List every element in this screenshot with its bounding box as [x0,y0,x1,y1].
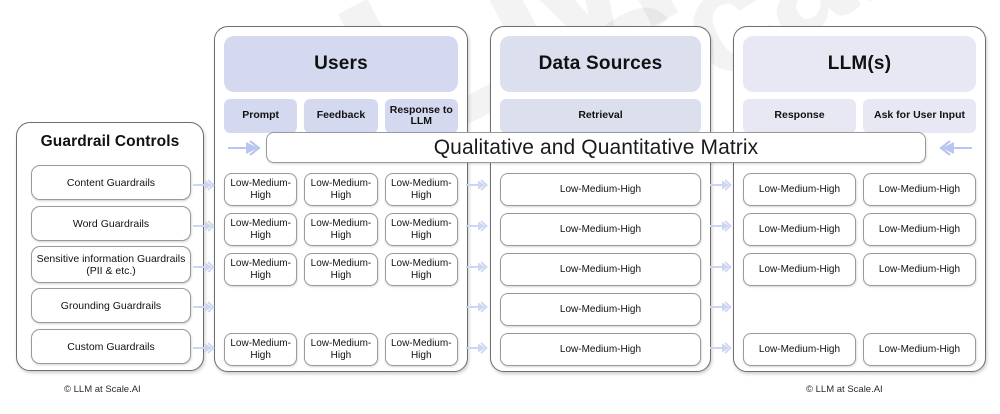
guardrail-item-content[interactable]: Content Guardrails [31,165,191,200]
users-cell-5-1[interactable]: Low-Medium-High [224,333,298,366]
users-cell-2-1[interactable]: Low-Medium-High [224,213,298,246]
guardrail-item-custom[interactable]: Custom Guardrails [31,329,191,364]
data-sources-cell-1-1[interactable]: Low-Medium-High [500,173,701,206]
llm-matrix-row-1: Low-Medium-High Low-Medium-High [743,173,976,206]
matrix-outflow-arrow-icon [936,138,972,158]
connector-arrow-icon-users-4 [466,300,490,314]
llm-panel[interactable]: LLM(s) Response Ask for User Input Low-M… [733,26,986,372]
data-sources-matrix-row-1: Low-Medium-High [500,173,701,206]
llm-cell-5-2[interactable]: Low-Medium-High [863,333,976,366]
users-matrix-row-4-empty [224,293,458,326]
footer-copyright-right: © LLM at Scale.AI [806,384,883,395]
connector-arrow-icon-users-3 [466,260,490,274]
llm-cell-5-1[interactable]: Low-Medium-High [743,333,856,366]
connector-arrow-icon-guardrails-2 [193,219,217,233]
llm-matrix-grid: Low-Medium-High Low-Medium-High Low-Medi… [743,173,976,373]
qualitative-quantitative-matrix-banner[interactable]: Qualitative and Quantitative Matrix [266,132,926,163]
users-matrix-row-5: Low-Medium-High Low-Medium-High Low-Medi… [224,333,458,366]
llm-chip-row: Response Ask for User Input [743,99,976,133]
data-sources-matrix-grid: Low-Medium-High Low-Medium-High Low-Medi… [500,173,701,373]
users-cell-3-3[interactable]: Low-Medium-High [384,253,458,286]
data-sources-panel-title: Data Sources [500,36,701,92]
users-chip-prompt[interactable]: Prompt [224,99,298,133]
data-sources-chip-retrieval[interactable]: Retrieval [500,99,701,133]
guardrail-controls-title: Guardrail Controls [40,133,180,150]
llm-matrix-row-3: Low-Medium-High Low-Medium-High [743,253,976,286]
users-cell-1-3[interactable]: Low-Medium-High [384,173,458,206]
users-cell-4-1-empty [224,293,297,326]
guardrail-item-grounding[interactable]: Grounding Guardrails [31,288,191,323]
data-sources-matrix-row-2: Low-Medium-High [500,213,701,246]
connector-arrow-icon-users-1 [466,178,490,192]
guardrail-item-sensitive-information[interactable]: Sensitive information Guardrails (PII & … [31,246,191,283]
matrix-inflow-arrow-icon [228,138,264,158]
connector-arrow-icon-data-4 [710,300,734,314]
llm-matrix-row-5: Low-Medium-High Low-Medium-High [743,333,976,366]
data-sources-panel[interactable]: Data Sources Retrieval Low-Medium-High L… [490,26,711,372]
llm-chip-ask-for-user-input[interactable]: Ask for User Input [863,99,976,133]
users-matrix-row-1: Low-Medium-High Low-Medium-High Low-Medi… [224,173,458,206]
connector-arrow-icon-guardrails-1 [193,178,217,192]
users-cell-3-1[interactable]: Low-Medium-High [224,253,298,286]
data-sources-cell-4-1[interactable]: Low-Medium-High [500,293,701,326]
llm-cell-2-2[interactable]: Low-Medium-High [863,213,976,246]
llm-chip-response[interactable]: Response [743,99,856,133]
connector-arrow-icon-users-5 [466,341,490,355]
users-cell-1-2[interactable]: Low-Medium-High [304,173,378,206]
connector-arrow-icon-guardrails-3 [193,260,217,274]
users-panel-title: Users [224,36,458,92]
connector-arrow-icon-data-1 [710,178,734,192]
llm-cell-4-2-empty [863,293,976,326]
users-cell-1-1[interactable]: Low-Medium-High [224,173,298,206]
data-sources-matrix-row-4: Low-Medium-High [500,293,701,326]
guardrail-item-word[interactable]: Word Guardrails [31,206,191,241]
users-matrix-row-3: Low-Medium-High Low-Medium-High Low-Medi… [224,253,458,286]
llm-cell-1-1[interactable]: Low-Medium-High [743,173,856,206]
llm-matrix-row-4-empty [743,293,976,326]
llm-cell-3-2[interactable]: Low-Medium-High [863,253,976,286]
footer-copyright-left: © LLM at Scale.AI [64,384,141,395]
llm-cell-1-2[interactable]: Low-Medium-High [863,173,976,206]
users-panel[interactable]: Users Prompt Feedback Response to LLM Lo… [214,26,468,372]
connector-arrow-icon-data-3 [710,260,734,274]
guardrail-controls-panel[interactable]: Guardrail Controls Content Guardrails Wo… [16,122,204,371]
llm-cell-2-1[interactable]: Low-Medium-High [743,213,856,246]
users-chip-feedback[interactable]: Feedback [304,99,378,133]
users-chip-row: Prompt Feedback Response to LLM [224,99,458,133]
users-cell-2-3[interactable]: Low-Medium-High [384,213,458,246]
users-cell-4-2-empty [304,293,377,326]
connector-arrow-icon-data-5 [710,341,734,355]
users-matrix-row-2: Low-Medium-High Low-Medium-High Low-Medi… [224,213,458,246]
users-cell-4-3-empty [385,293,458,326]
users-cell-5-2[interactable]: Low-Medium-High [304,333,378,366]
llm-panel-title: LLM(s) [743,36,976,92]
llm-cell-4-1-empty [743,293,856,326]
data-sources-cell-2-1[interactable]: Low-Medium-High [500,213,701,246]
users-cell-5-3[interactable]: Low-Medium-High [384,333,458,366]
data-sources-matrix-row-5: Low-Medium-High [500,333,701,366]
llm-cell-3-1[interactable]: Low-Medium-High [743,253,856,286]
connector-arrow-icon-users-2 [466,219,490,233]
connector-arrow-icon-guardrails-4 [193,300,217,314]
data-sources-chip-row: Retrieval [500,99,701,133]
connector-arrow-icon-data-2 [710,219,734,233]
connector-arrow-icon-guardrails-5 [193,341,217,355]
users-cell-3-2[interactable]: Low-Medium-High [304,253,378,286]
llm-matrix-row-2: Low-Medium-High Low-Medium-High [743,213,976,246]
users-matrix-grid: Low-Medium-High Low-Medium-High Low-Medi… [224,173,458,373]
data-sources-cell-3-1[interactable]: Low-Medium-High [500,253,701,286]
users-cell-2-2[interactable]: Low-Medium-High [304,213,378,246]
users-chip-response-to-llm[interactable]: Response to LLM [384,99,458,133]
data-sources-matrix-row-3: Low-Medium-High [500,253,701,286]
data-sources-cell-5-1[interactable]: Low-Medium-High [500,333,701,366]
